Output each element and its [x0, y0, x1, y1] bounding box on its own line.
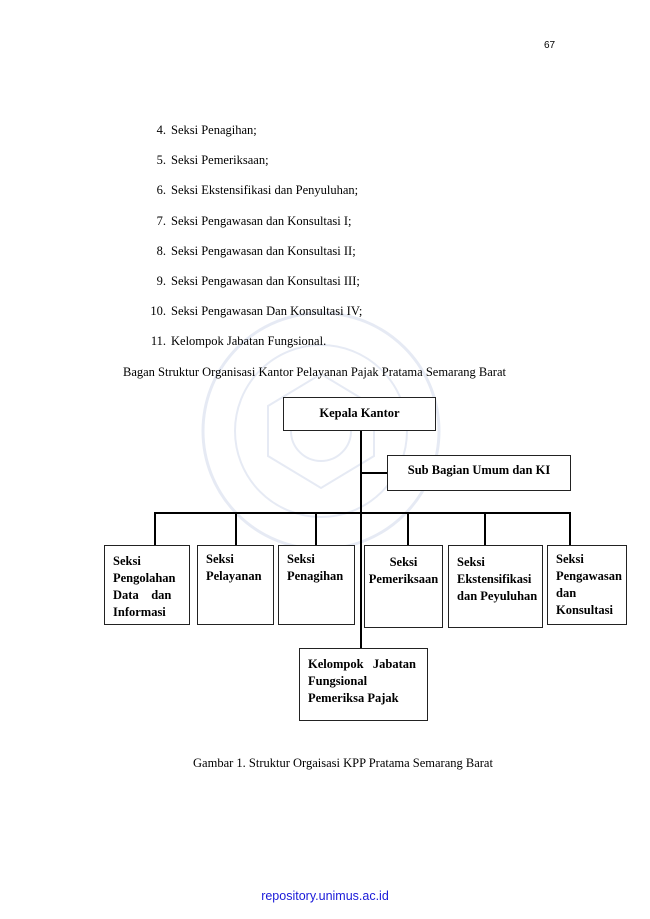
org-box-line: Seksi: [556, 552, 584, 566]
connector-drop: [154, 512, 156, 545]
org-box-kepala-kantor: Kepala Kantor: [283, 397, 436, 431]
list-item-text: Seksi Pemeriksaan;: [171, 153, 269, 168]
figure-caption: Gambar 1. Struktur Orgaisasi KPP Pratama…: [193, 756, 493, 770]
org-box-line: Fungsional: [308, 674, 368, 688]
list-item-number: 6.: [156, 183, 166, 198]
connector-drop: [235, 512, 237, 545]
org-box-line: Pengawasan: [556, 569, 622, 583]
page-number: 67: [544, 40, 556, 51]
list-item-number: 4.: [156, 123, 166, 137]
org-box-line: Konsultasi: [556, 603, 613, 617]
list-item-text: Seksi Ekstensifikasi dan Penyuluhan;: [171, 183, 359, 198]
org-box-line: Seksi: [389, 555, 418, 569]
list-item-number: 7.: [156, 213, 166, 228]
connector-drop: [407, 512, 409, 545]
org-box-line: Seksi: [206, 552, 234, 566]
list-item-text: Seksi Pengawasan dan Konsultasi III;: [171, 273, 360, 288]
org-box-line: Seksi: [113, 554, 141, 568]
org-box-line: Pemeriksaan: [368, 572, 439, 586]
list-item-number: 10.: [150, 304, 166, 319]
org-box-line: Informasi: [113, 605, 166, 619]
list-item-number: 8.: [156, 243, 166, 258]
list-item-text: Seksi Pengawasan dan Konsultasi I;: [171, 213, 352, 228]
org-box-line: dan Peyuluhan: [457, 589, 538, 603]
list-item-text: Seksi Pengawasan dan Konsultasi II;: [171, 243, 356, 258]
org-box-line: Seksi: [287, 552, 315, 566]
list-item-number: 5.: [156, 153, 166, 168]
org-box-line: Kelompok Jabatan: [308, 657, 417, 671]
list-item-text: Seksi Penagihan;: [171, 123, 257, 137]
org-box-line: Pengolahan: [113, 571, 176, 585]
connector-sub-bagian: [360, 472, 387, 474]
org-box-line: Data dan: [113, 588, 172, 602]
org-box-line: dan: [556, 586, 577, 600]
org-box-line: Pelayanan: [206, 569, 262, 583]
connector-trunk: [360, 430, 362, 648]
chart-title: Bagan Struktur Organisasi Kantor Pelayan…: [123, 365, 506, 379]
org-box-line: Pemeriksa Pajak: [308, 691, 399, 705]
list-item-text: Seksi Pengawasan Dan Konsultasi IV;: [171, 304, 363, 319]
org-box-line: Seksi: [457, 555, 485, 569]
list-item-text: Kelompok Jabatan Fungsional.: [171, 334, 327, 349]
connector-drop: [569, 512, 571, 545]
list-item-number: 9.: [156, 273, 166, 288]
connector-drop: [484, 512, 486, 545]
repository-link[interactable]: repository.unimus.ac.id: [261, 889, 389, 903]
org-box-line: Ekstensifikasi: [457, 572, 532, 586]
org-box-sub-bagian: Sub Bagian Umum dan KI: [387, 455, 571, 491]
list-item-number: 11.: [150, 334, 166, 349]
org-box-line: Penagihan: [287, 569, 344, 583]
connector-drop: [315, 512, 317, 545]
connector-horizontal: [154, 512, 570, 514]
